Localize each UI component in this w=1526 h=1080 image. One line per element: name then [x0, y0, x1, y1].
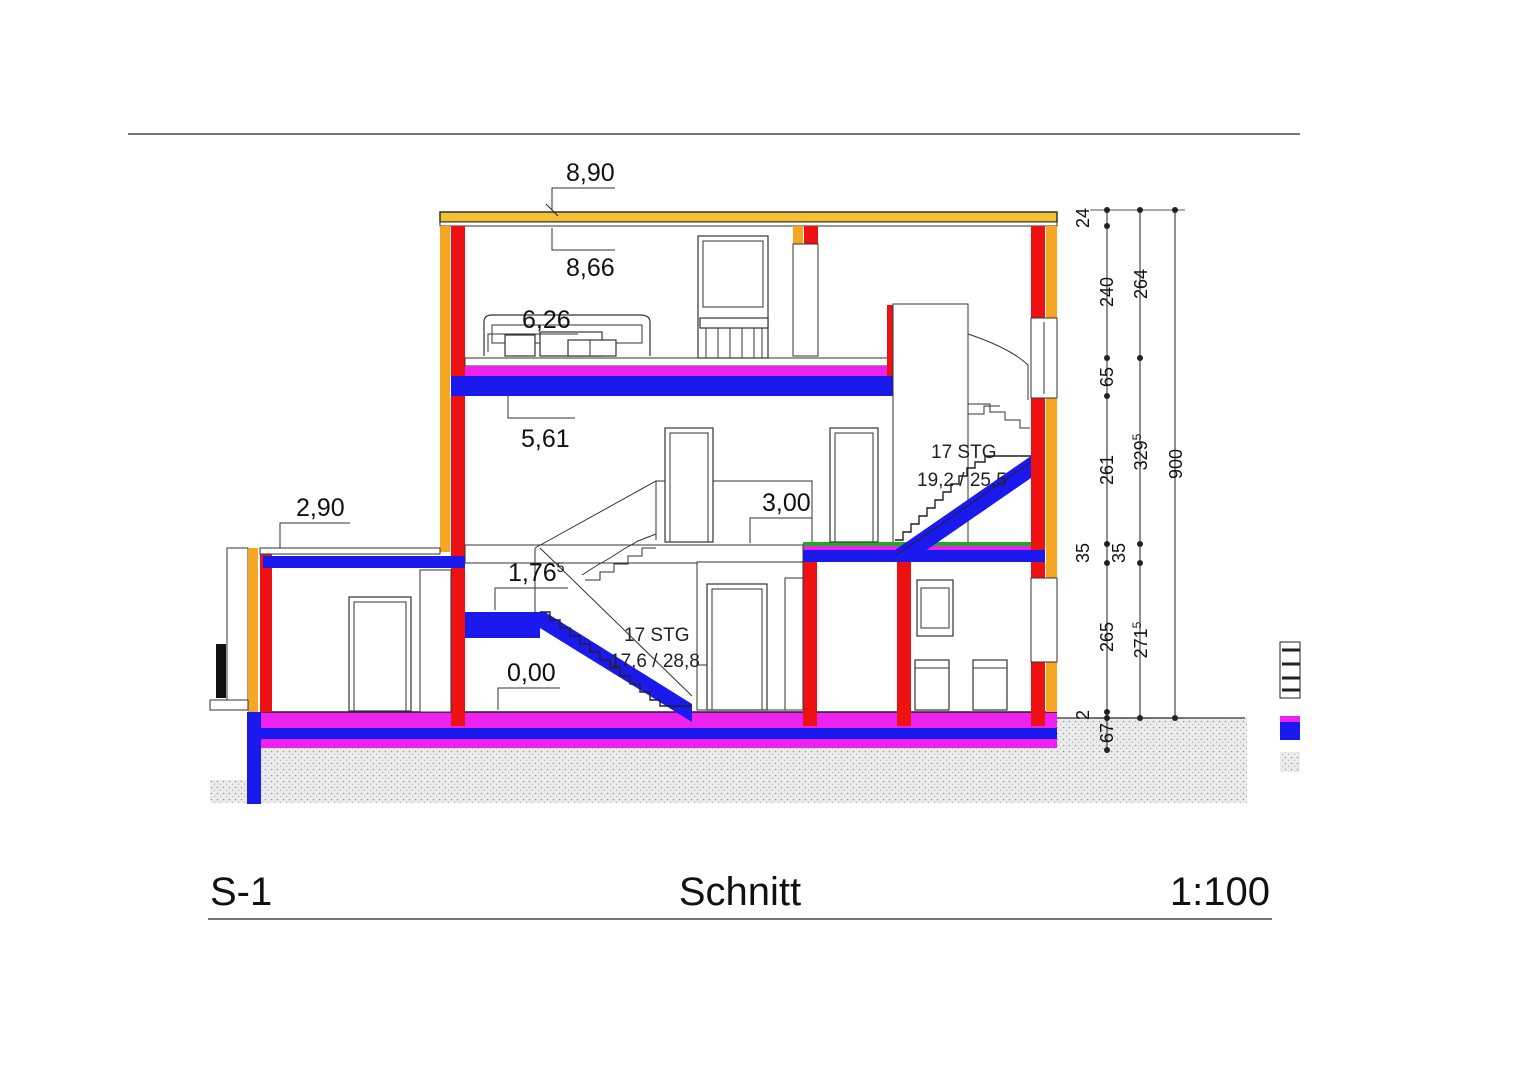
- upper-stair: [894, 455, 1032, 558]
- dim-35: 35: [1073, 543, 1093, 563]
- attic-furniture: [483, 314, 769, 358]
- upper-stair-ratio: 19,2 / 25,5: [917, 470, 1007, 491]
- level-attic-floor: 6,26: [522, 306, 571, 334]
- dim-265: 265: [1097, 622, 1117, 652]
- level-mid-floor: 3,00: [762, 489, 811, 517]
- dim-271: 2715: [1130, 621, 1151, 658]
- attic-stair-rail: [967, 333, 1029, 400]
- dim-329: 3295: [1130, 433, 1151, 470]
- dim-2: 2: [1073, 710, 1093, 720]
- level-markers: [279, 187, 812, 710]
- level-annex-roof: 2,90: [296, 494, 345, 522]
- level-ground: 0,00: [507, 659, 556, 687]
- ground-soil: [210, 717, 1247, 803]
- attic-floor-slab: [451, 305, 895, 396]
- roof: [439, 211, 1058, 227]
- dim-240: 240: [1097, 277, 1117, 307]
- drawing-name: Schnitt: [679, 870, 801, 914]
- drawing-id: S-1: [210, 870, 272, 914]
- dimension-chains: [1090, 207, 1185, 753]
- attic-stair-steps: [968, 403, 1030, 429]
- dim-35-b: 35: [1109, 543, 1129, 563]
- dim-900: 900: [1166, 449, 1186, 479]
- main-right-wall: [1030, 226, 1058, 726]
- dim-264: 264: [1131, 269, 1151, 299]
- dim-24: 24: [1073, 208, 1093, 228]
- annex: [209, 547, 465, 713]
- lower-stair-count: 17 STG: [624, 625, 689, 646]
- main-left-wall: [440, 226, 465, 726]
- lower-stair: [465, 480, 813, 722]
- level-upper-ceiling: 5,61: [521, 425, 570, 453]
- level-landing: 1,765: [508, 559, 565, 587]
- level-ceiling-attic: 8,66: [566, 254, 615, 282]
- level-roof-top: 8,90: [566, 159, 615, 187]
- upper-stair-count: 17 STG: [931, 442, 996, 463]
- stairwell-opening: [892, 303, 969, 545]
- dim-67: 67: [1097, 723, 1117, 743]
- appliances: [914, 579, 1008, 711]
- attic-inner-wall: [792, 226, 819, 357]
- dim-261: 261: [1097, 455, 1117, 485]
- dim-65: 65: [1097, 367, 1117, 387]
- lower-stair-ratio: 17,6 / 28,8: [610, 651, 700, 672]
- doors: [348, 235, 879, 712]
- drawing-scale: 1:100: [1170, 870, 1270, 914]
- legend-fragment: [1279, 641, 1301, 772]
